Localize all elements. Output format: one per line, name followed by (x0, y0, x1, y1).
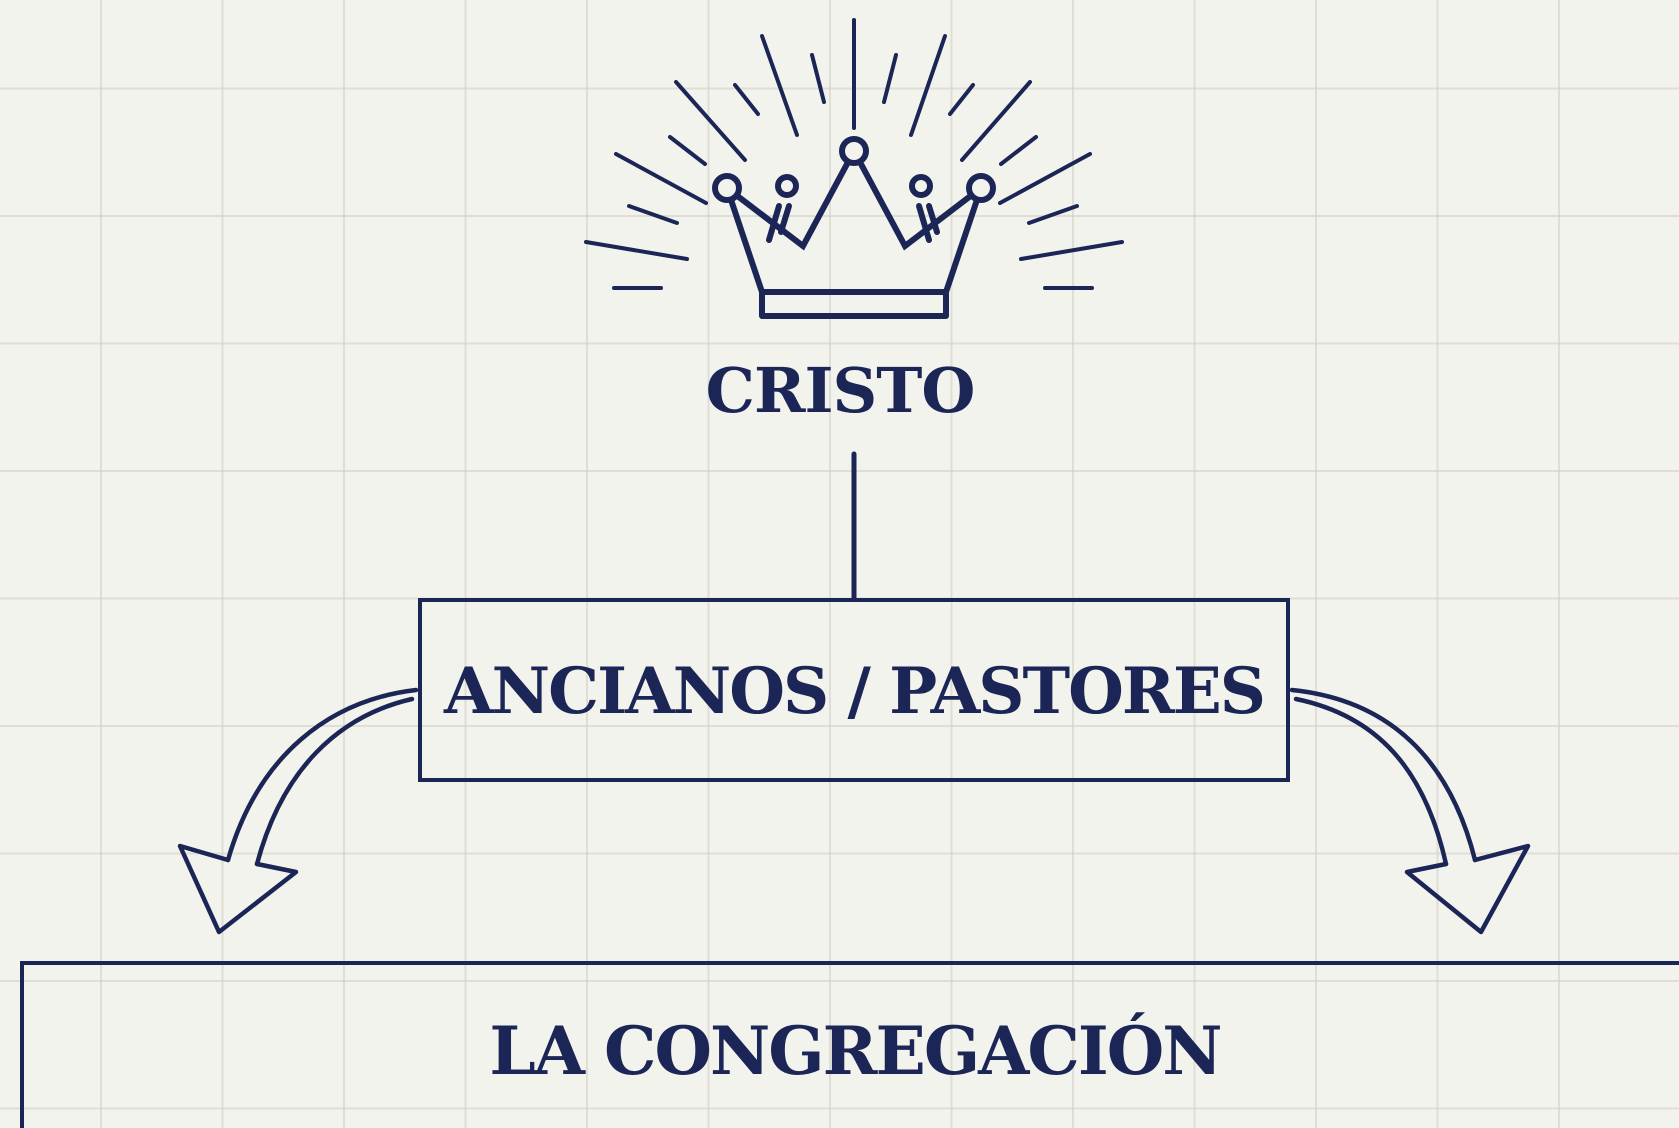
elders-label: ANCIANOS / PASTORES (444, 654, 1266, 729)
congregation-label: LA CONGREGACIÓN (489, 1012, 1222, 1090)
arrow-curved-down-left-icon (177, 687, 419, 935)
arrow-curved-down-right-icon (1289, 687, 1531, 935)
congregation-box (20, 961, 1679, 1128)
crown-icon (712, 136, 996, 319)
cristo-label: CRISTO (705, 354, 976, 427)
elders-box (418, 598, 1290, 782)
crown-rays (584, 18, 1124, 290)
